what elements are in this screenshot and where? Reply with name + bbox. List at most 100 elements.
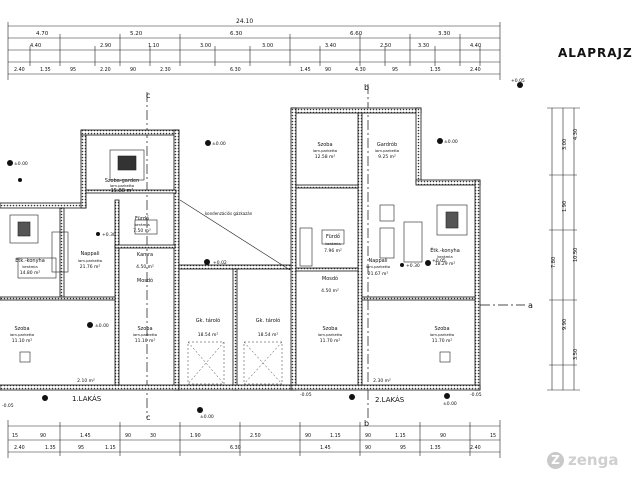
dim-label: 3.00: [562, 139, 568, 150]
dim-label: 7.80: [551, 257, 557, 268]
section-mark-b-bottom: b: [364, 419, 369, 428]
condensing-boiler-label: kondenzációs gázkazán: [205, 211, 253, 216]
dim-label: 2.40: [470, 445, 481, 451]
room-name: Fürdő: [135, 216, 149, 222]
room-area: 4.50 m²: [136, 264, 154, 270]
dim-row-3: 4.40 2.90 1.10 3.00 3.00 3.40 2.50 3.30 …: [30, 43, 481, 49]
level-label: +0.02: [213, 260, 227, 266]
dim-label: 90: [125, 433, 131, 439]
right-dimension-chains: [547, 107, 580, 391]
room-area: 15.88 m²: [111, 188, 134, 194]
room-area: 9.25 m²: [378, 154, 396, 160]
dim-label: 90: [365, 433, 371, 439]
dim-label: 5.20: [130, 31, 143, 37]
room-name: Mosdó: [137, 277, 153, 284]
level-label: -0.05: [470, 392, 482, 398]
dim-label: 95: [70, 67, 76, 73]
room-area: 14.80 m²: [20, 270, 41, 276]
dim-label: 15: [490, 433, 496, 439]
room-name: Szoba: [434, 326, 449, 332]
garage-area: 18.54 m²: [258, 332, 279, 338]
dim-label: 4.40: [470, 43, 481, 49]
bottom-dim-row-2: 2.40 1.35 95 1.15 6.30 1.45 90 95 1.35 2…: [14, 445, 481, 451]
dim-label: 1.90: [190, 433, 201, 439]
floor-finish: lam.parketta: [78, 258, 102, 263]
dim-label: 2.40: [14, 445, 25, 451]
room-name: Szoba: [322, 326, 337, 332]
floor-finish: lam.parketta: [10, 332, 34, 337]
floor-finish: lam.parketta: [318, 332, 342, 337]
dim-label: 4.70: [36, 31, 49, 37]
room-name: Étk.-konyha: [430, 246, 460, 254]
room-area: 18.29 m²: [435, 261, 456, 267]
dim-label: 3.00: [200, 43, 211, 49]
level-label: ±0.00: [14, 161, 28, 167]
dim-label: 90: [440, 433, 446, 439]
room-name: Szoba: [137, 326, 152, 332]
dim-label: 4.30: [573, 129, 579, 140]
level-markers: [7, 82, 523, 413]
section-mark-c-bottom: c: [146, 413, 150, 422]
floor-finish: kerámia: [22, 264, 37, 269]
level-label: ±0.00: [95, 323, 109, 329]
dim-label: 15: [12, 433, 18, 439]
floor-finish: kerámia: [325, 241, 340, 246]
dim-label: 90: [325, 67, 331, 73]
level-label: -0.05: [2, 403, 14, 409]
dim-row-2: 4.70 5.20 6.30 6.60 3.30: [36, 31, 451, 37]
room-area: 7.96 m²: [324, 248, 342, 254]
garage-labels: Gk. tároló 18.54 m² Gk. tároló 18.54 m²: [196, 317, 280, 338]
dim-label: 90: [305, 433, 311, 439]
room-area: 2.10 m²: [77, 378, 95, 384]
dim-label: 1.35: [45, 445, 56, 451]
unit-label-2: 2.LAKÁS: [375, 395, 405, 404]
dim-label: 1.15: [395, 433, 406, 439]
section-lines: [146, 84, 525, 418]
dim-label: 95: [400, 445, 406, 451]
dim-label: 9.90: [562, 319, 568, 330]
dim-label: 95: [78, 445, 84, 451]
dim-label: 1.35: [40, 67, 51, 73]
bottom-dimension-chains: [7, 420, 501, 458]
dim-label: 3.40: [325, 43, 336, 49]
dim-label: 1.35: [430, 67, 441, 73]
room-area: 2.30 m²: [373, 378, 391, 384]
dim-label: 2.30: [160, 67, 171, 73]
dim-label: 6.30: [230, 31, 243, 37]
dim-label: 1.45: [300, 67, 311, 73]
dim-label: 2.40: [14, 67, 25, 73]
dim-label: 1.10: [148, 43, 159, 49]
dim-label: 1.35: [430, 445, 441, 451]
room-name: Szoba-garden: [105, 178, 140, 184]
level-label: ±0.00: [212, 141, 226, 147]
room-name: Mosdó: [322, 275, 338, 282]
room-labels-right: Szoba 12.58 m² Gardrób 9.25 m² Fürdő 7.9…: [313, 141, 460, 384]
dim-label: 6.30: [230, 67, 241, 73]
floor-finish: lam.parketta: [430, 332, 454, 337]
room-area: 7.50 m²: [133, 228, 151, 234]
garage-name: Gk. tároló: [256, 317, 280, 324]
room-area: 11.10 m²: [12, 338, 33, 344]
room-area: 11.10 m²: [135, 338, 156, 344]
room-name: Nappali: [369, 258, 388, 264]
dim-label: 2.90: [100, 43, 111, 49]
dim-label: 90: [365, 445, 371, 451]
section-mark-b-top: b: [364, 83, 369, 92]
floor-finish: lam.parketta: [133, 332, 157, 337]
walls-right-unit: [290, 107, 481, 391]
dim-total: 24.10: [236, 18, 253, 25]
floor-finish: lam.parketta: [366, 264, 390, 269]
room-name: Fürdő: [326, 234, 340, 240]
floor-finish: lam.parketta: [110, 183, 134, 188]
walls-left-unit: [0, 129, 180, 391]
dim-label: 3.30: [418, 43, 429, 49]
unit-label-1: 1.LAKÁS: [72, 394, 102, 403]
right-dim-labels: 3.00 4.30 1.90 10.50 7.80 9.90 3.50: [551, 129, 579, 360]
floor-finish: lam.parketta: [313, 148, 337, 153]
garage-area: 18.54 m²: [198, 332, 219, 338]
dim-label: 2.50: [250, 433, 261, 439]
dim-label: 90: [40, 433, 46, 439]
dim-label: 1.45: [80, 433, 91, 439]
dim-label: 30: [150, 433, 156, 439]
